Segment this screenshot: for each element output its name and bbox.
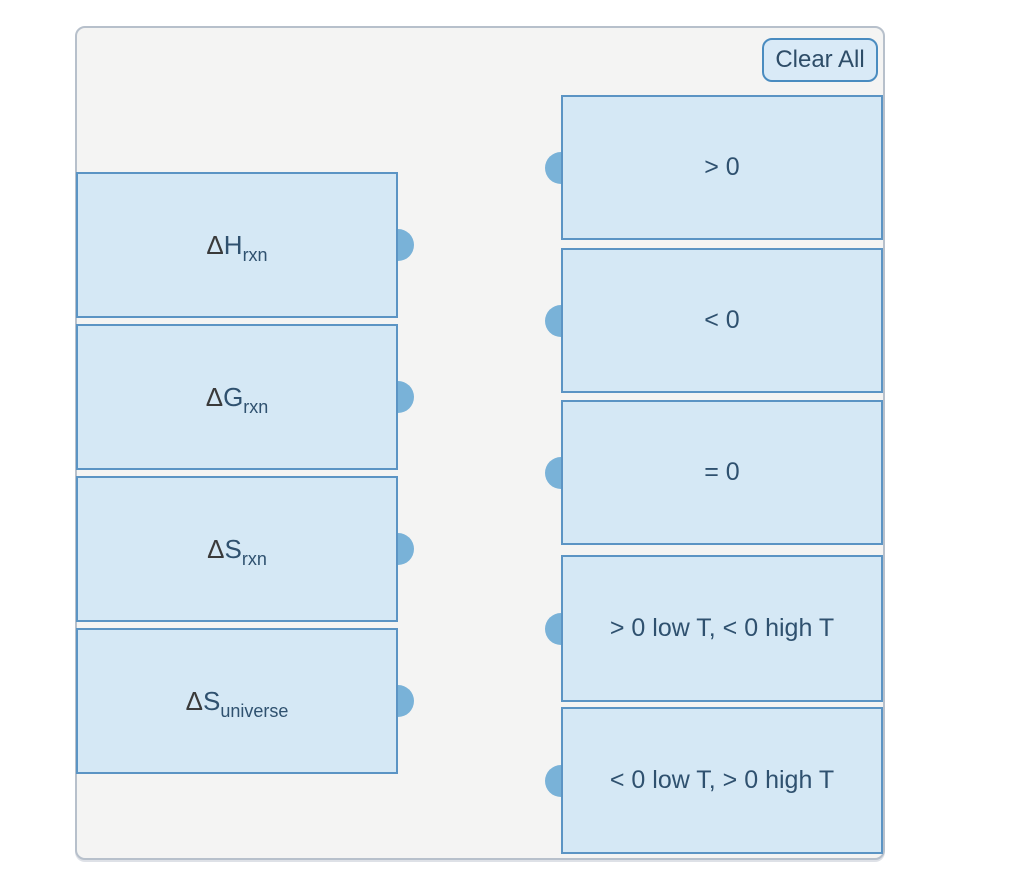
term-subscript: rxn (243, 396, 269, 417)
connector-dot[interactable] (398, 533, 414, 565)
connector-dot[interactable] (398, 229, 414, 261)
term-subscript: rxn (241, 548, 267, 569)
option-lt0-low-t-gt0-high-t[interactable]: < 0 low T, > 0 high T (545, 707, 883, 854)
term-subscript: rxn (242, 244, 268, 265)
connector-dot[interactable] (545, 304, 561, 337)
option-label: < 0 low T, > 0 high T (609, 766, 835, 794)
term-label: ΔSuniverse (185, 685, 289, 721)
connector-dot[interactable] (545, 151, 561, 184)
term-delta-g-rxn[interactable]: ΔGrxn (76, 324, 414, 470)
connector-dot[interactable] (545, 456, 561, 489)
option-label: > 0 low T, < 0 high T (609, 614, 835, 642)
term-subscript: universe (220, 700, 289, 721)
connector-dot[interactable] (545, 764, 561, 797)
option-label: > 0 (704, 153, 740, 181)
delta-symbol: Δ (207, 533, 225, 564)
term-delta-h-rxn[interactable]: ΔHrxn (76, 172, 414, 318)
term-label: ΔHrxn (206, 229, 267, 265)
option-greater-than-zero[interactable]: > 0 (545, 95, 883, 240)
delta-symbol: Δ (185, 685, 203, 716)
term-label: ΔSrxn (207, 533, 267, 569)
term-letter: G (223, 381, 244, 412)
term-letter: S (202, 685, 221, 716)
term-letter: S (224, 533, 242, 564)
delta-symbol: Δ (206, 229, 224, 260)
option-label: < 0 (704, 306, 740, 334)
option-less-than-zero[interactable]: < 0 (545, 248, 883, 393)
term-letter: H (223, 229, 243, 260)
option-equal-zero[interactable]: = 0 (545, 400, 883, 545)
connector-dot[interactable] (398, 685, 414, 717)
connector-dot[interactable] (545, 612, 561, 645)
connector-dot[interactable] (398, 381, 414, 413)
clear-all-button[interactable]: Clear All (762, 38, 878, 82)
option-label: = 0 (704, 458, 740, 486)
term-delta-s-universe[interactable]: ΔSuniverse (76, 628, 414, 774)
term-label: ΔGrxn (205, 381, 269, 417)
option-gt0-low-t-lt0-high-t[interactable]: > 0 low T, < 0 high T (545, 555, 883, 702)
delta-symbol: Δ (205, 381, 224, 412)
term-delta-s-rxn[interactable]: ΔSrxn (76, 476, 414, 622)
